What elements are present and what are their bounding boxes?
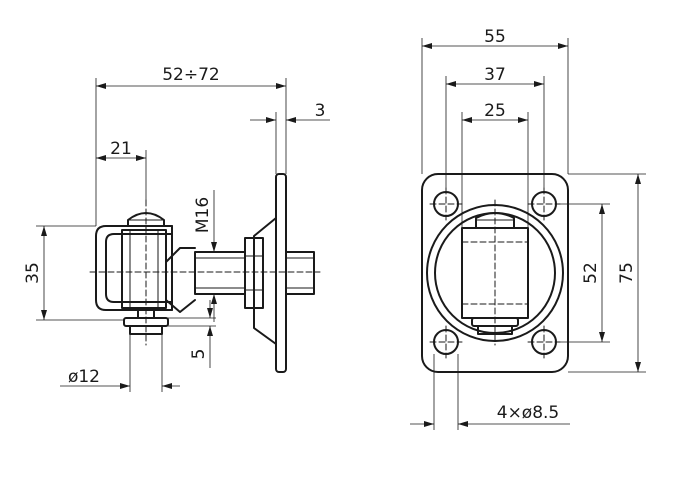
hinge-yoke-inner	[105, 233, 173, 303]
plate-boss	[253, 217, 277, 345]
dim-thread: M16	[193, 197, 213, 233]
dim-plate-thickness: 3	[315, 101, 326, 121]
pin-bushing	[121, 229, 167, 309]
dim-hole-spacing: 37	[484, 65, 506, 85]
dim-eye-height: 35	[23, 262, 43, 284]
dim-plate-width: 55	[484, 27, 506, 47]
front-plate	[421, 173, 569, 373]
rod-end	[285, 251, 315, 295]
front-dimensions: 55 37 25 52 75 4×ø8.	[410, 27, 646, 430]
dim-gap: 5	[189, 349, 209, 360]
dim-pin-offset: 21	[110, 139, 132, 159]
mounting-plate	[275, 173, 287, 373]
front-view	[421, 173, 569, 373]
dim-pin-diameter: ø12	[68, 367, 100, 387]
side-view	[89, 173, 321, 373]
side-dimensions: 52÷72 3 21 35 M16 5	[23, 65, 330, 392]
dim-overall-length: 52÷72	[162, 65, 220, 85]
dim-plate-height: 75	[617, 262, 637, 284]
hinge-yoke	[95, 225, 173, 311]
threaded-rod	[194, 251, 246, 295]
dim-hole-diameter: 4×ø8.5	[497, 403, 560, 423]
dim-inner-width: 25	[484, 101, 506, 121]
dim-hole-vertical: 52	[581, 262, 601, 284]
